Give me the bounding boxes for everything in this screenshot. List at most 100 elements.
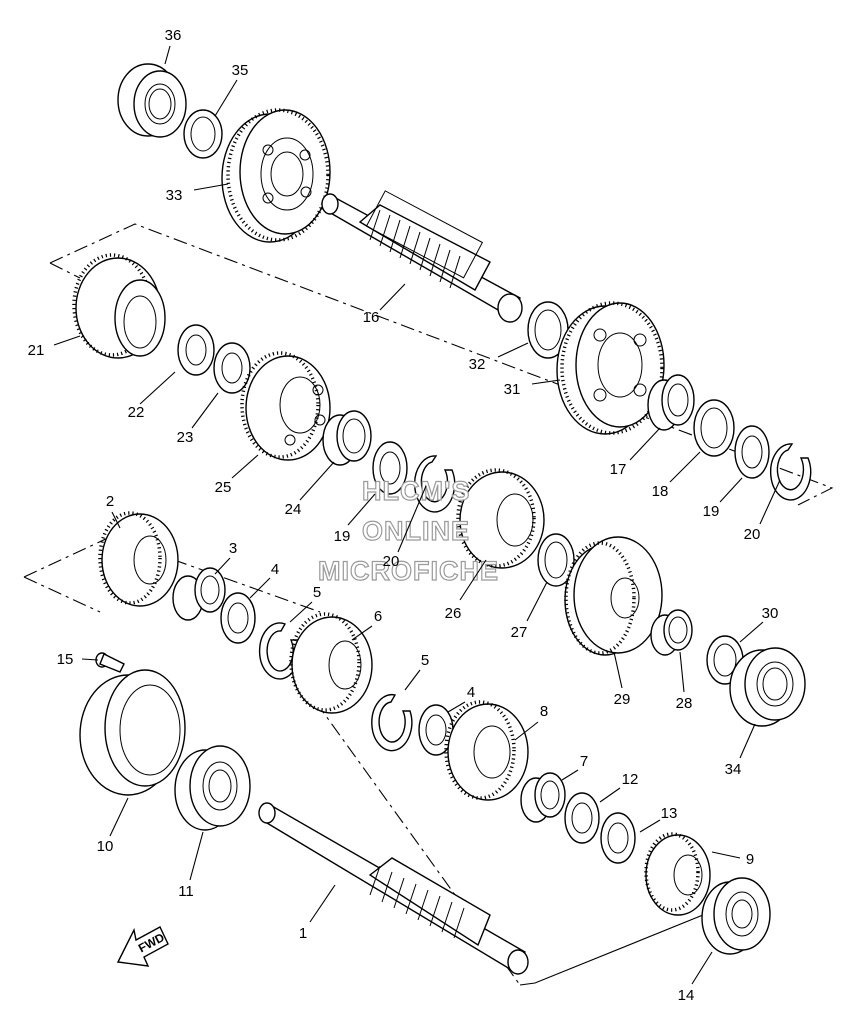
lower-shaft-frame-lower [23, 576, 101, 613]
callout-label-8: 8 [540, 703, 548, 720]
leader-line-29 [613, 651, 623, 689]
leader-line-32 [497, 342, 529, 358]
washer-19-upper [372, 441, 408, 495]
leader-line-27 [526, 581, 548, 622]
gear-26 [456, 468, 545, 569]
bearing-17 [647, 374, 695, 431]
callout-label-4: 4 [467, 684, 475, 701]
callout-labels: 3635331621222325241920323117181920262729… [28, 27, 779, 1004]
callout-label-9: 9 [746, 851, 754, 868]
gear-31 [556, 301, 665, 435]
leader-line-11 [189, 831, 204, 881]
callout-label-30: 30 [762, 605, 779, 622]
callout-label-20: 20 [744, 526, 761, 543]
gear-6 [289, 612, 373, 714]
leader-line-6 [351, 625, 373, 641]
callout-label-29: 29 [614, 691, 631, 708]
callout-label-13: 13 [661, 805, 678, 822]
bearing-11 [174, 745, 251, 831]
callout-label-10: 10 [97, 838, 114, 855]
gear-2 [98, 511, 179, 607]
leader-line-13 [639, 819, 661, 833]
callout-label-11: 11 [178, 883, 194, 900]
leader-line-4 [249, 577, 271, 599]
callout-label-25: 25 [215, 479, 232, 496]
callout-label-12: 12 [622, 771, 639, 788]
callout-label-26: 26 [445, 605, 462, 622]
callout-label-4: 4 [271, 561, 279, 578]
leader-line-7 [561, 769, 579, 781]
leader-line-1 [309, 884, 336, 923]
callout-label-32: 32 [469, 356, 486, 373]
leader-line-20 [759, 479, 781, 525]
callout-label-5: 5 [313, 584, 321, 601]
leader-line-31 [531, 379, 561, 385]
circlip-20-upper [414, 455, 456, 513]
leader-line-18 [669, 451, 701, 483]
leader-line-23 [191, 392, 219, 429]
bearing-14 [701, 877, 771, 955]
leader-line-24 [299, 461, 335, 501]
callout-label-14: 14 [678, 987, 695, 1004]
leader-line-35 [214, 79, 238, 117]
leader-line-14 [691, 951, 713, 985]
bearing-7 [520, 772, 566, 823]
callout-label-19: 19 [703, 503, 720, 520]
callout-label-27: 27 [511, 624, 528, 641]
washer-27 [537, 533, 575, 587]
callout-label-21: 21 [28, 342, 45, 359]
callout-label-31: 31 [504, 381, 521, 398]
gear-25 [240, 351, 331, 461]
leader-line-4 [447, 701, 466, 713]
gear-21 [72, 253, 166, 359]
callout-label-36: 36 [165, 27, 182, 44]
bearing-24 [322, 410, 372, 466]
callout-label-2: 2 [106, 493, 114, 510]
washer-35 [183, 109, 223, 159]
leader-line-2 [111, 511, 121, 529]
washer-19-right [734, 425, 770, 479]
washer-23 [213, 342, 251, 394]
bearing-28 [650, 609, 693, 656]
watermark: HLCM'S ONLINE MICROFICHE [317, 475, 498, 586]
callout-label-15: 15 [57, 651, 74, 668]
callout-label-6: 6 [374, 608, 382, 625]
upper-shaft-frame [49, 223, 834, 506]
circlip-5-right [371, 693, 413, 752]
callout-label-17: 17 [610, 461, 627, 478]
washer-13 [600, 812, 636, 864]
gear-33 [221, 108, 331, 243]
callout-label-3: 3 [229, 540, 237, 557]
leader-line-9 [711, 851, 741, 859]
leader-line-19 [719, 477, 743, 503]
shaft-1 [258, 802, 529, 975]
washer-22 [177, 324, 215, 376]
washer-4-left [220, 592, 256, 644]
callout-label-1: 1 [299, 925, 307, 942]
leader-line-19 [347, 493, 376, 526]
callout-label-23: 23 [177, 429, 194, 446]
circlip-20-right [770, 443, 812, 501]
gear-8 [444, 700, 529, 801]
leader-line-28 [679, 651, 685, 693]
leader-line-30 [739, 621, 764, 643]
leader-line-3 [214, 557, 231, 575]
callout-leaders [53, 45, 781, 985]
leader-line-5 [289, 601, 313, 623]
leader-line-16 [379, 283, 406, 311]
watermark-line-1: HLCM'S [362, 476, 470, 506]
washer-12 [564, 792, 600, 844]
leader-line-20 [397, 485, 427, 553]
callout-label-20: 20 [383, 553, 400, 570]
callout-label-18: 18 [652, 483, 669, 500]
leader-line-26 [459, 559, 487, 601]
leader-line-33 [193, 183, 229, 191]
leader-line-21 [53, 335, 81, 346]
callout-label-28: 28 [676, 695, 693, 712]
washer-18 [693, 399, 735, 457]
bolt-15 [95, 652, 125, 673]
leader-line-10 [109, 797, 129, 837]
callout-label-24: 24 [285, 501, 302, 518]
